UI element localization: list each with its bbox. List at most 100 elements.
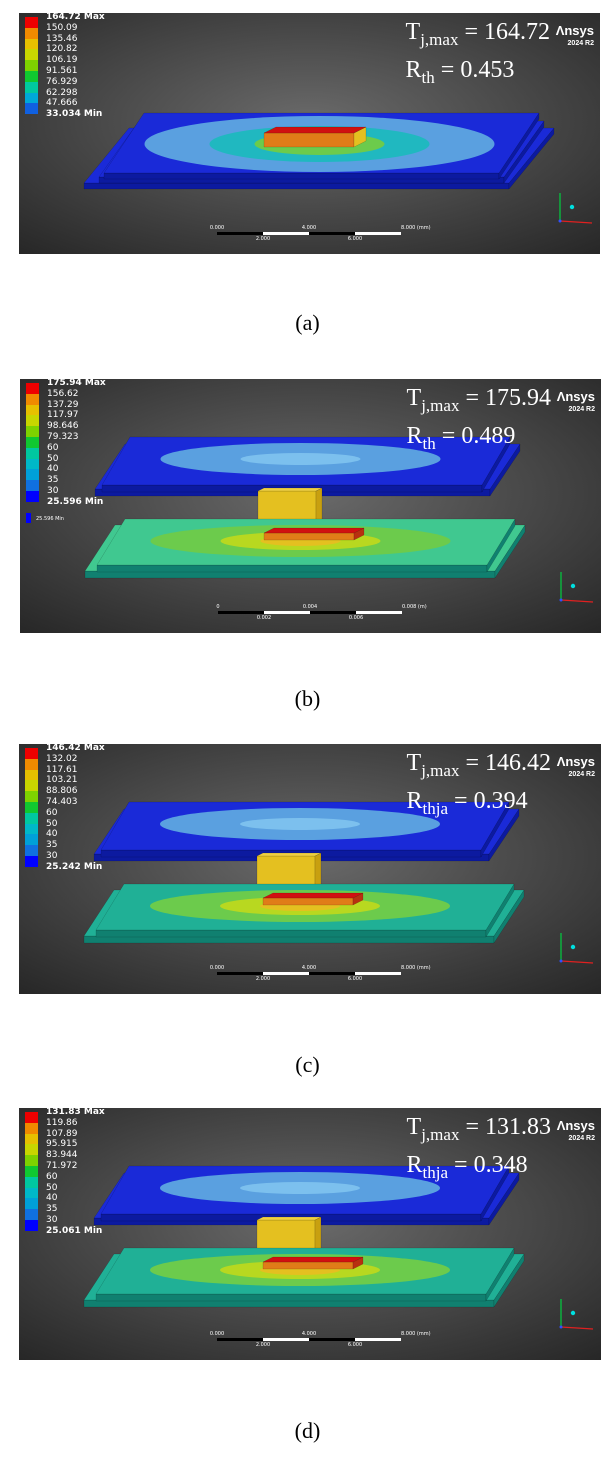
hotspot-die-front xyxy=(263,532,355,541)
scale-tick-label: 2.000 xyxy=(255,976,271,982)
legend-value: 135.46 xyxy=(46,33,78,44)
thermal-resistance: Rthja = 0.394 xyxy=(406,788,528,818)
legend-value: 30 xyxy=(47,485,59,496)
legend-value: 50 xyxy=(46,818,58,829)
legend-value: 47.666 xyxy=(46,98,78,109)
legend-value: 132.02 xyxy=(46,753,78,764)
legend-swatch xyxy=(25,38,38,50)
legend-swatch xyxy=(25,49,38,61)
legend-swatch xyxy=(25,791,38,802)
scale-tick-label: 4.000 xyxy=(301,225,317,231)
axis-z-icon xyxy=(559,959,563,963)
axis-z-icon xyxy=(558,219,562,223)
junction-temperature: Tj,max = 131.83 xyxy=(406,1114,551,1144)
scale-tick-label: 0 xyxy=(216,604,220,610)
legend-value: 131.83 Max xyxy=(46,1108,105,1117)
panel-caption: (d) xyxy=(294,1418,321,1443)
axis-origin-icon xyxy=(570,583,576,589)
model-viewport xyxy=(20,379,601,633)
scale-tick-label: 6.000 xyxy=(347,976,363,982)
legend-swatch xyxy=(26,383,39,394)
legend-swatch xyxy=(25,60,38,71)
axis-x-icon xyxy=(559,220,593,224)
substrate-bottom-side-face xyxy=(508,127,555,190)
legend-swatch xyxy=(26,404,39,416)
legend-value: 175.94 Max xyxy=(47,379,106,388)
legend-swatch xyxy=(26,512,31,524)
legend-swatch xyxy=(25,748,38,759)
legend-value: 60 xyxy=(46,807,58,818)
legend-value: 50 xyxy=(47,453,59,464)
legend-swatch xyxy=(26,415,39,427)
legend-value: 25.596 Min xyxy=(36,515,64,522)
legend-swatch xyxy=(25,70,38,82)
thermal-resistance: Rthja = 0.348 xyxy=(406,1152,528,1182)
legend-value: 35 xyxy=(46,1204,58,1215)
legend-swatch xyxy=(25,103,38,115)
substrate-top-front-face xyxy=(103,172,500,180)
scale-tick-label: 8.000 (mm) xyxy=(401,1331,431,1337)
upper-plate-top-side-face xyxy=(480,801,510,858)
scale-tick-label: 8.000 (mm) xyxy=(401,965,431,971)
upper-contour-inner xyxy=(240,453,361,465)
legend-value: 107.89 xyxy=(46,1128,78,1139)
legend-swatch xyxy=(25,1198,38,1210)
scale-tick-label: 0.000 xyxy=(209,1331,225,1337)
substrate-top-side-face xyxy=(498,112,540,180)
legend-swatch xyxy=(26,469,39,481)
junction-temperature: Tj,max = 175.94 xyxy=(406,385,551,415)
legend-swatch xyxy=(26,458,39,470)
lower-plate-bottom-side-face xyxy=(494,524,526,579)
hotspot-die-top xyxy=(262,1256,364,1263)
legend-swatch xyxy=(25,845,38,856)
legend-value: 120.82 xyxy=(46,44,78,55)
upper-contour-inner xyxy=(240,818,360,830)
legend-swatch xyxy=(26,436,39,448)
copper-pillar-top xyxy=(256,1216,322,1221)
scale-tick-label: 6.000 xyxy=(347,236,363,242)
hotspot-die-front xyxy=(262,897,354,906)
junction-temperature: Tj,max = 146.42 xyxy=(406,750,551,780)
legend-value: 25.596 Min xyxy=(47,496,104,507)
junction-temperature: Tj,max = 164.72 xyxy=(405,19,550,49)
lower-plate-bottom-side-face xyxy=(493,889,525,944)
hotspot-die-front xyxy=(262,1261,354,1270)
copper-pillar-top xyxy=(256,852,322,857)
legend-swatch xyxy=(26,393,39,405)
legend-swatch xyxy=(26,490,39,502)
legend-value: 60 xyxy=(46,1171,58,1182)
scale-tick-label: 0.004 xyxy=(302,604,318,610)
legend-value: 164.72 Max xyxy=(46,13,105,22)
model-viewport xyxy=(19,13,600,254)
legend-value: 146.42 Max xyxy=(46,744,105,753)
legend-value: 88.806 xyxy=(46,786,78,797)
legend-value: 30 xyxy=(46,850,58,861)
substrate-bottom-front-face xyxy=(83,182,510,190)
legend-value: 60 xyxy=(47,442,59,453)
hotspot-die-top xyxy=(263,527,365,534)
scale-tick-label: 0.008 (m) xyxy=(402,604,427,610)
legend-swatch xyxy=(25,17,38,28)
panel-caption: (a) xyxy=(295,310,320,335)
scale-tick-label: 0.002 xyxy=(256,615,272,621)
axis-z-icon xyxy=(559,598,563,602)
die-chip-top xyxy=(263,126,367,134)
legend-value: 35 xyxy=(46,840,58,851)
legend-swatch xyxy=(25,1209,38,1220)
hotspot-die-top xyxy=(262,892,364,899)
legend-value: 76.929 xyxy=(46,76,78,87)
legend-swatch xyxy=(26,426,39,437)
legend-value: 95.915 xyxy=(46,1139,78,1150)
copper-pillar-top xyxy=(257,487,323,492)
legend-swatch xyxy=(25,92,38,104)
scale-bar-graphic xyxy=(218,611,402,614)
thermal-resistance: Rth = 0.453 xyxy=(405,57,515,87)
legend-value: 40 xyxy=(46,1193,58,1204)
legend-value: 79.323 xyxy=(47,431,79,442)
